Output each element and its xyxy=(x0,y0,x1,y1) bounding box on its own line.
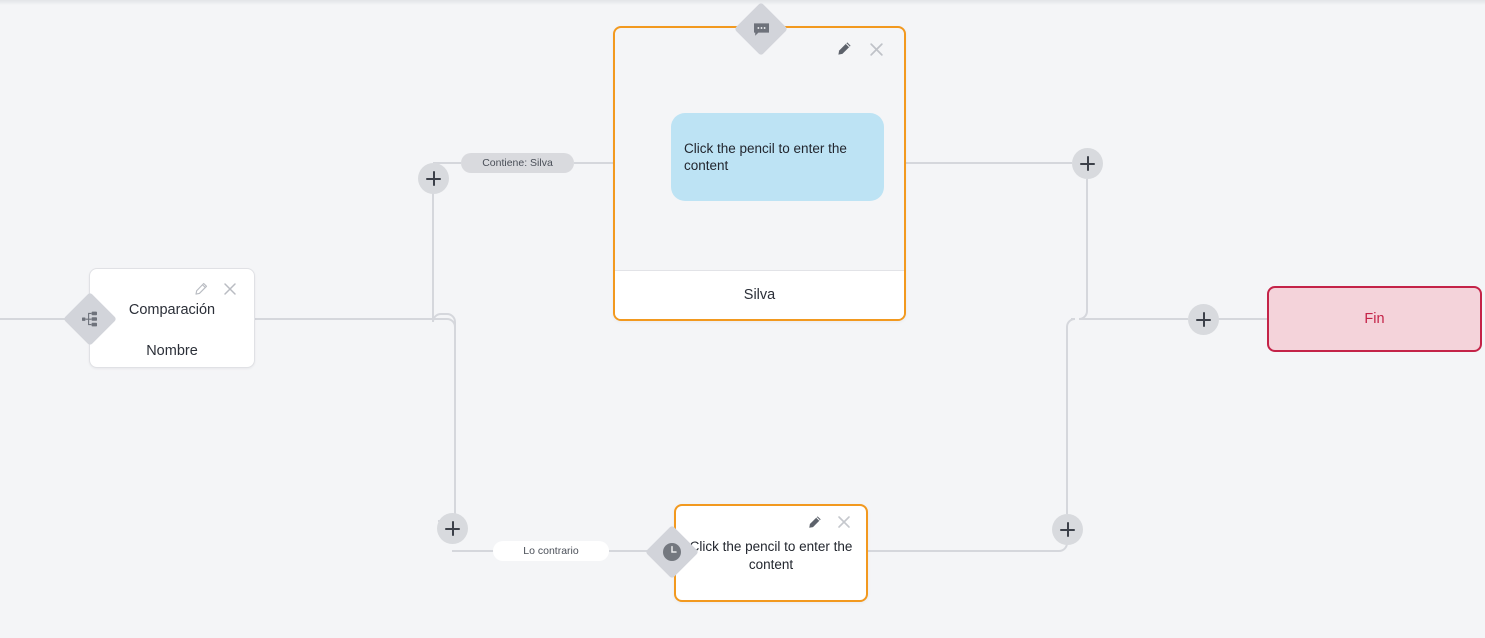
branch-icon xyxy=(79,308,101,330)
node-message-top-bubble[interactable]: Click the pencil to enter the content xyxy=(671,113,884,201)
pencil-icon[interactable] xyxy=(836,41,852,57)
add-node-before-end[interactable] xyxy=(1188,304,1219,335)
add-node-after-message-bottom[interactable] xyxy=(1052,514,1083,545)
message-icon-badge[interactable] xyxy=(734,2,788,56)
edge-trunk-to-true-plus xyxy=(432,179,456,327)
window-top-edge xyxy=(0,0,1485,5)
node-message-bottom-actions xyxy=(806,514,852,530)
node-comparacion-title: Comparación xyxy=(128,302,216,318)
message-icon xyxy=(750,18,772,40)
node-message-top-actions xyxy=(836,41,884,57)
node-message-top[interactable]: Click the pencil to enter the content Si… xyxy=(613,26,906,321)
node-comparacion-body: Comparación Nombre xyxy=(90,297,254,364)
pencil-icon[interactable] xyxy=(192,281,208,297)
close-icon[interactable] xyxy=(836,514,852,530)
branch-icon-badge[interactable] xyxy=(63,292,117,346)
node-end-label: Fin xyxy=(1364,311,1385,327)
close-icon[interactable] xyxy=(222,281,238,297)
node-comparacion-actions xyxy=(192,281,238,297)
add-node-false-branch[interactable] xyxy=(437,513,468,544)
clock-icon-badge[interactable] xyxy=(645,525,699,579)
edge-merge-down-to-bottom-plus xyxy=(1066,318,1076,514)
node-message-bottom[interactable]: Click the pencil to enter the content xyxy=(674,504,868,602)
edge-plus-down-to-merge xyxy=(1078,179,1088,320)
node-comparacion-subtitle: Nombre xyxy=(146,343,198,359)
add-node-after-message-top[interactable] xyxy=(1072,148,1103,179)
edge-label-contains[interactable]: Contiene: Silva xyxy=(461,153,574,173)
node-message-top-footer: Silva xyxy=(615,270,904,319)
clock-icon xyxy=(661,541,683,563)
node-message-bottom-body[interactable]: Click the pencil to enter the content xyxy=(689,539,853,572)
edge-compare-to-false-branch xyxy=(255,318,464,522)
close-icon[interactable] xyxy=(868,41,884,57)
pencil-icon[interactable] xyxy=(806,514,822,530)
edge-message-bottom-to-plus xyxy=(868,542,1068,552)
add-node-true-branch[interactable] xyxy=(418,163,449,194)
node-end-fin[interactable]: Fin xyxy=(1267,286,1482,352)
edge-label-otherwise[interactable]: Lo contrario xyxy=(493,541,609,561)
